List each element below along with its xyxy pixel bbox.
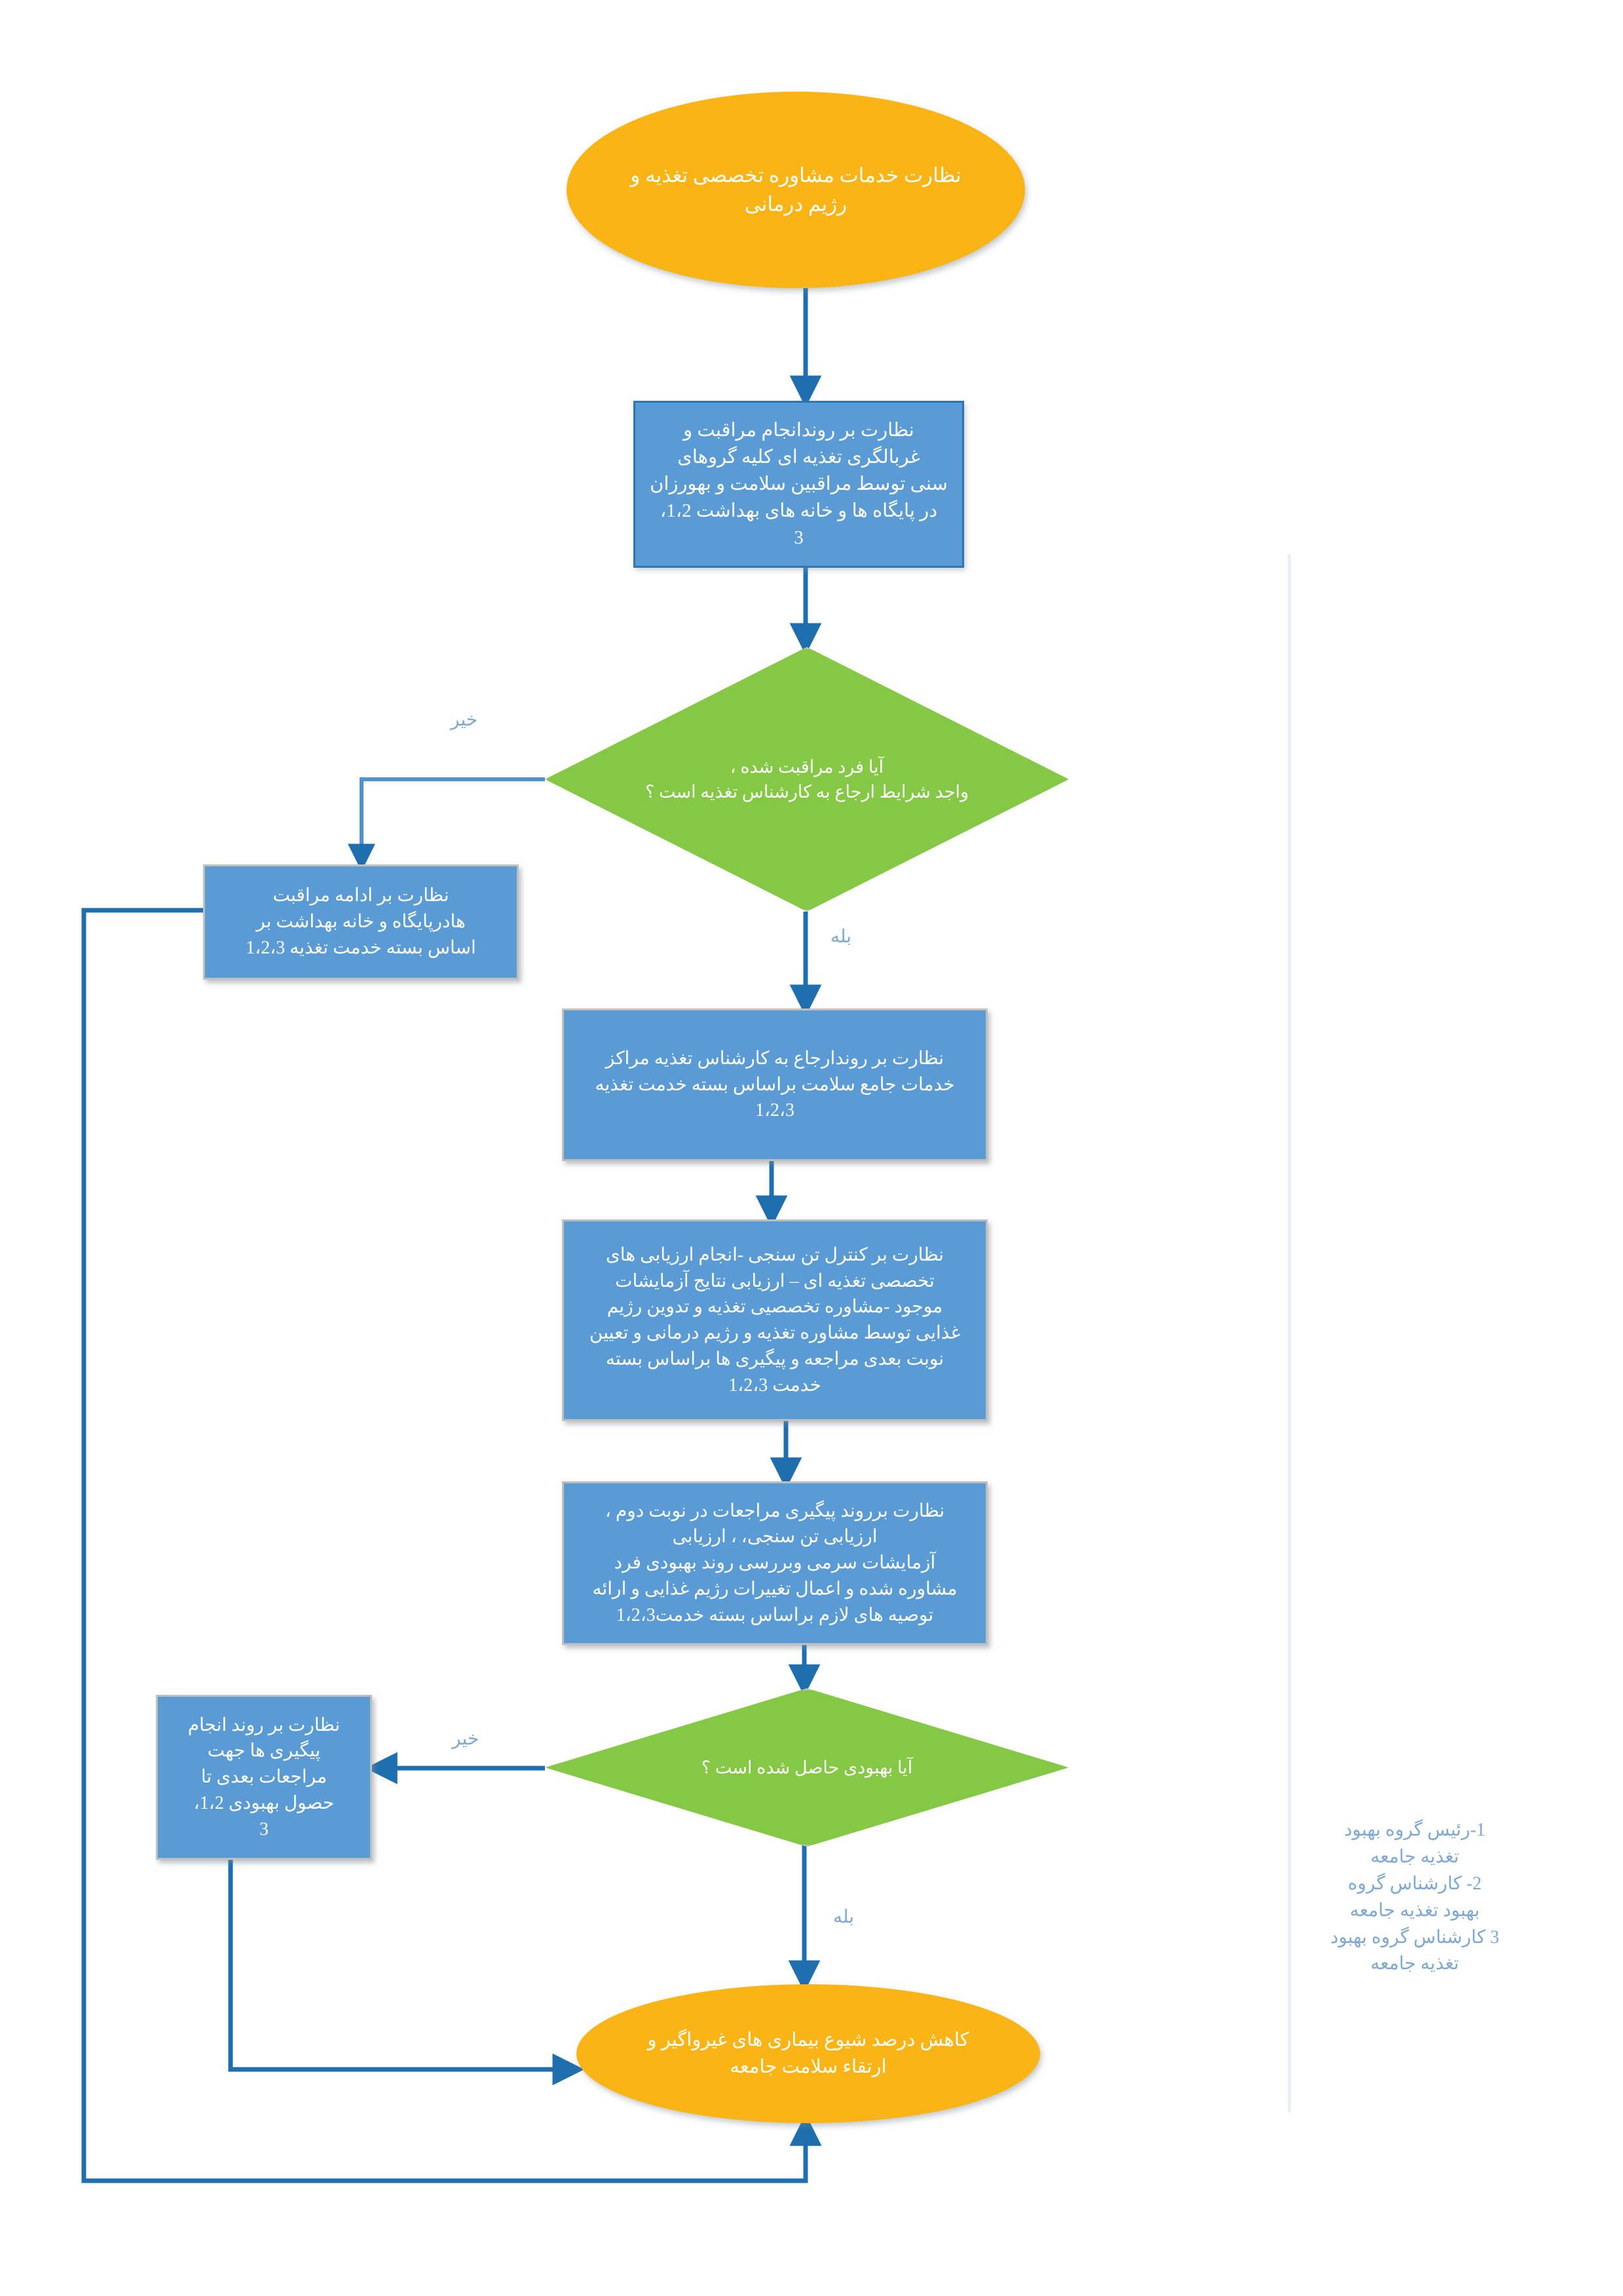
node-monitor-repeat-followup[interactable]: نظارت بر روند انجام پیگیری ها جهت مراجعا… [156,1695,372,1860]
edge-label-yes-improvement: بله [833,1907,855,1927]
node-start-terminator[interactable]: نظارت خدمات مشاوره تخصصی تغذیه و رژیم در… [567,92,1025,288]
node-monitor-screening[interactable]: نظارت بر روندانجام مراقبت و غربالگری تغذ… [633,401,964,568]
node-monitor-referral[interactable]: نظارت بر روندارجاع به کارشناس تغذیه مراک… [562,1009,988,1161]
node-monitor-referral-label: نظارت بر روندارجاع به کارشناس تغذیه مراک… [595,1048,955,1121]
legend-roles: 1-رئیس گروه بهبود تغذیه جامعه 2- کارشناس… [1330,1820,1500,1974]
edge-label-yes-referral: بله [830,927,852,947]
node-outcome-label: کاهش درصد شیوع بیماری های غیرواگیر و ارت… [647,2029,969,2077]
node-monitor-followup-label: نظارت برروند پیگیری مراجعات در نوبت دوم … [592,1500,958,1625]
node-monitor-followup[interactable]: نظارت برروند پیگیری مراجعات در نوبت دوم … [562,1481,988,1645]
node-monitor-screening-label: نظارت بر روندانجام مراقبت و غربالگری تغذ… [650,419,948,549]
node-continue-care-label: نظارت بر ادامه مراقبت هادرپایگاه و خانه … [246,885,476,958]
node-continue-care[interactable]: نظارت بر ادامه مراقبت هادرپایگاه و خانه … [203,864,519,980]
edge-repeat-followup-to-outcome [228,1860,585,2086]
edge-label-no-referral: خیر [451,710,478,730]
node-monitor-assessment-label: نظارت بر کنترل تن سنجی -انجام ارزیابی ها… [589,1244,961,1396]
edge-label-no-improvement: خیر [452,1729,479,1749]
node-decision-improvement-label: آیا بهبودی حاصل شده است ؟ [701,1757,913,1777]
right-divider [1288,554,1291,2113]
node-decision-referral[interactable]: آیا فرد مراقبت شده ، واجد شرایط ارجاع به… [545,647,1069,912]
edge-decision-no-to-continue-care [348,777,545,872]
node-start-label: نظارت خدمات مشاوره تخصصی تغذیه و رژیم در… [630,163,961,215]
node-monitor-repeat-followup-label: نظارت بر روند انجام پیگیری ها جهت مراجعا… [187,1714,341,1840]
node-outcome-terminator[interactable]: کاهش درصد شیوع بیماری های غیرواگیر و ارت… [576,1984,1040,2123]
node-monitor-assessment[interactable]: نظارت بر کنترل تن سنجی -انجام ارزیابی ها… [562,1219,988,1421]
node-decision-improvement[interactable]: آیا بهبودی حاصل شده است ؟ [545,1688,1069,1847]
node-decision-referral-label: آیا فرد مراقبت شده ، واجد شرایط ارجاع به… [644,756,969,802]
